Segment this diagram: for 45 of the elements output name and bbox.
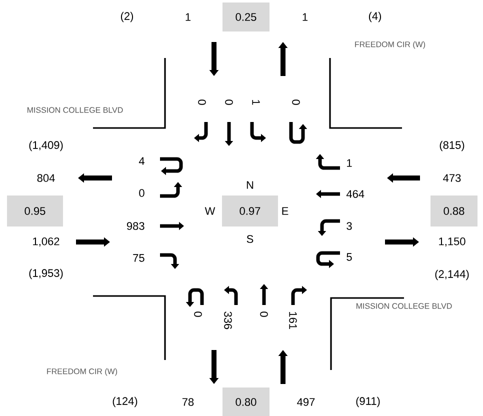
ratio-box: 0.97 bbox=[222, 196, 278, 226]
volume-label: 497 bbox=[297, 398, 315, 406]
volume-label: 0 bbox=[194, 312, 202, 317]
volume-label: (4) bbox=[368, 12, 382, 22]
volume-label: 75 bbox=[133, 254, 144, 262]
street-name: FREEDOM CIR (W) bbox=[355, 41, 426, 49]
volume-label: 983 bbox=[126, 222, 144, 230]
volume-label: 78 bbox=[182, 398, 194, 406]
volume-label: 0 bbox=[139, 189, 144, 197]
volume-label: 0 bbox=[198, 100, 206, 105]
volume-label: 161 bbox=[289, 312, 297, 330]
ratio-box: 0.88 bbox=[430, 196, 478, 226]
volume-label: 1 bbox=[347, 159, 352, 167]
ratio-box: 0.25 bbox=[222, 2, 270, 32]
ratio-box: 0.80 bbox=[222, 388, 270, 416]
compass-letter: W bbox=[204, 207, 216, 215]
street-name: MISSION COLLEGE BLVD bbox=[356, 303, 452, 309]
volume-label: 0 bbox=[292, 100, 300, 105]
volume-label: 804 bbox=[37, 174, 55, 182]
volume-label: 336 bbox=[224, 312, 232, 330]
volume-label: 0 bbox=[260, 312, 268, 317]
volume-label: 1 bbox=[252, 100, 260, 105]
compass-letter: S bbox=[246, 235, 254, 243]
volume-label: 5 bbox=[346, 253, 352, 261]
volume-label: 1,150 bbox=[439, 237, 466, 247]
volume-label: 4 bbox=[138, 157, 144, 165]
volume-label: 464 bbox=[346, 190, 364, 198]
volume-label: 1 bbox=[302, 13, 308, 21]
compass-letter: E bbox=[282, 207, 288, 215]
volume-label: (2) bbox=[120, 12, 134, 22]
volume-label: 0 bbox=[225, 100, 233, 105]
volume-label: 1,062 bbox=[33, 237, 60, 247]
volume-label: 3 bbox=[346, 222, 352, 230]
volume-label: (911) bbox=[356, 396, 380, 408]
volume-label: 473 bbox=[443, 174, 461, 182]
street-name: FREEDOM CIR (W) bbox=[47, 368, 118, 376]
volume-label: (124) bbox=[112, 396, 138, 408]
volume-label: (1,953) bbox=[29, 268, 63, 280]
compass-letter: N bbox=[246, 181, 254, 189]
volume-label: (2,144) bbox=[435, 270, 469, 280]
volume-label: 1 bbox=[186, 13, 191, 21]
volume-label: (1,409) bbox=[29, 140, 63, 152]
street-name: MISSION COLLEGE BLVD bbox=[28, 107, 123, 113]
volume-label: (815) bbox=[440, 140, 464, 152]
ratio-box: 0.95 bbox=[7, 196, 63, 226]
